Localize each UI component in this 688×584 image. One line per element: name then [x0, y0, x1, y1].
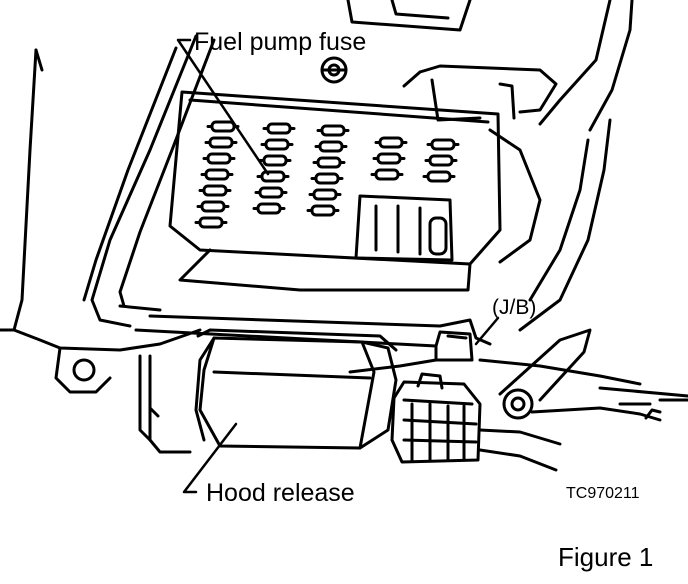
mounting-bolt [500, 330, 688, 420]
fuse [314, 190, 336, 199]
upper-housing [348, 0, 632, 130]
screw-head [322, 58, 346, 82]
fuse [318, 158, 340, 167]
fuse [264, 156, 286, 165]
hood-release-handle [140, 338, 396, 452]
fuse [208, 154, 230, 163]
junction-block [170, 92, 540, 290]
panel-opening [84, 36, 490, 344]
fuse [378, 154, 400, 163]
junction-block-leader [476, 318, 498, 344]
fuse [210, 138, 232, 147]
fuse [380, 138, 402, 147]
fuse [312, 206, 334, 215]
fuse [428, 172, 450, 181]
lower-bracket [136, 330, 472, 372]
fuel-pump-fuse-leader [178, 40, 268, 174]
fuse [204, 186, 226, 195]
fuse [268, 124, 290, 133]
dashboard-right-edge [480, 120, 640, 384]
drawing-code-label: TC970211 [566, 485, 640, 502]
fuse [376, 170, 398, 179]
hood-release-leader [184, 424, 236, 492]
fuse [260, 188, 282, 197]
fuse [320, 142, 342, 151]
fuse [430, 156, 452, 165]
fuse [316, 174, 338, 183]
junction-block-label: (J/B) [492, 296, 537, 319]
wiring-connector [392, 374, 560, 470]
dashboard-left-edge [0, 50, 200, 392]
fuse [262, 172, 284, 181]
fuse [202, 202, 224, 211]
fuse-array [196, 122, 458, 227]
fuse [212, 122, 234, 131]
fuel-pump-fuse-label: Fuel pump fuse [194, 28, 367, 56]
hood-release-label: Hood release [206, 479, 355, 507]
figure-caption: Figure 1 [558, 542, 654, 572]
fuse [258, 204, 280, 213]
fuse [206, 170, 228, 179]
fuse [322, 126, 344, 135]
fuse [266, 140, 288, 149]
fuse [432, 140, 454, 149]
fuse [200, 218, 222, 227]
